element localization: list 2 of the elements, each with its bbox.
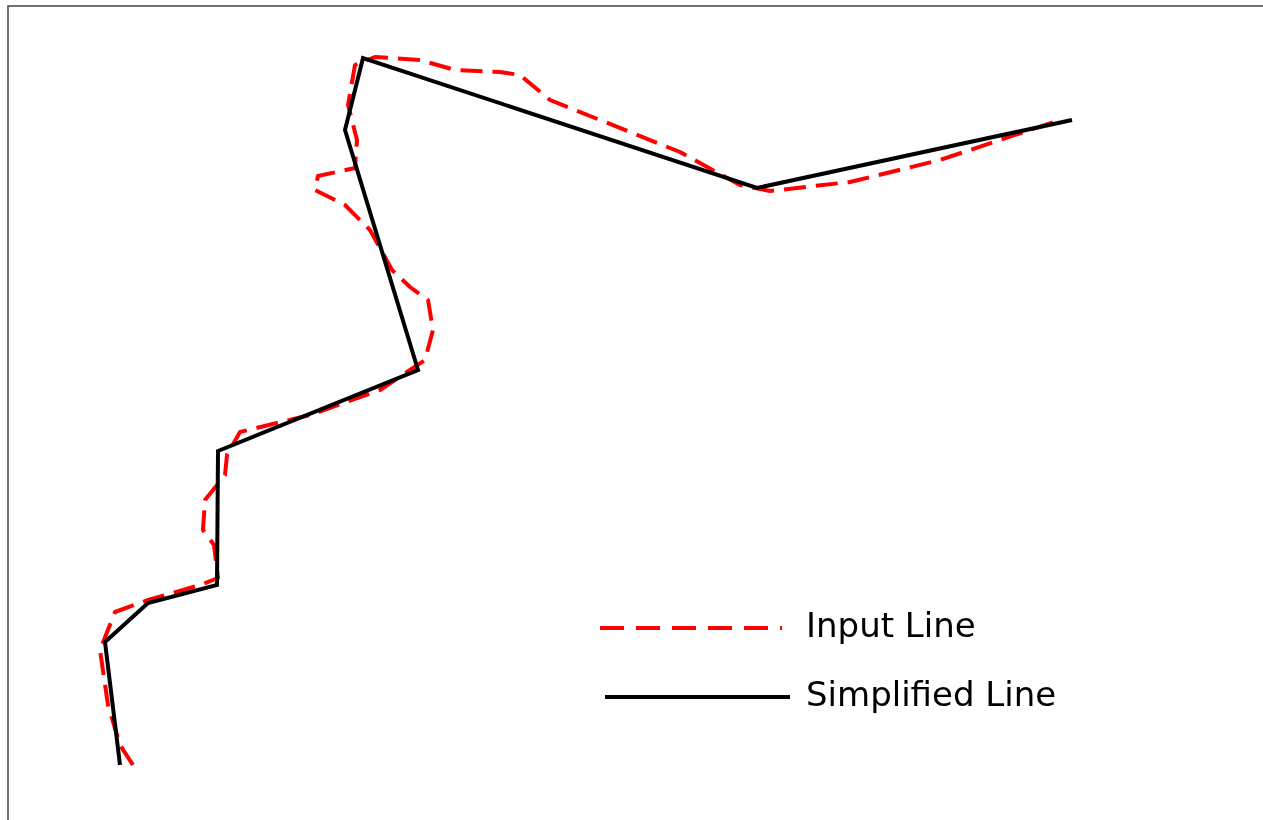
legend-label: Simplified Line [806,677,1057,711]
legend-label: Input Line [806,608,976,642]
